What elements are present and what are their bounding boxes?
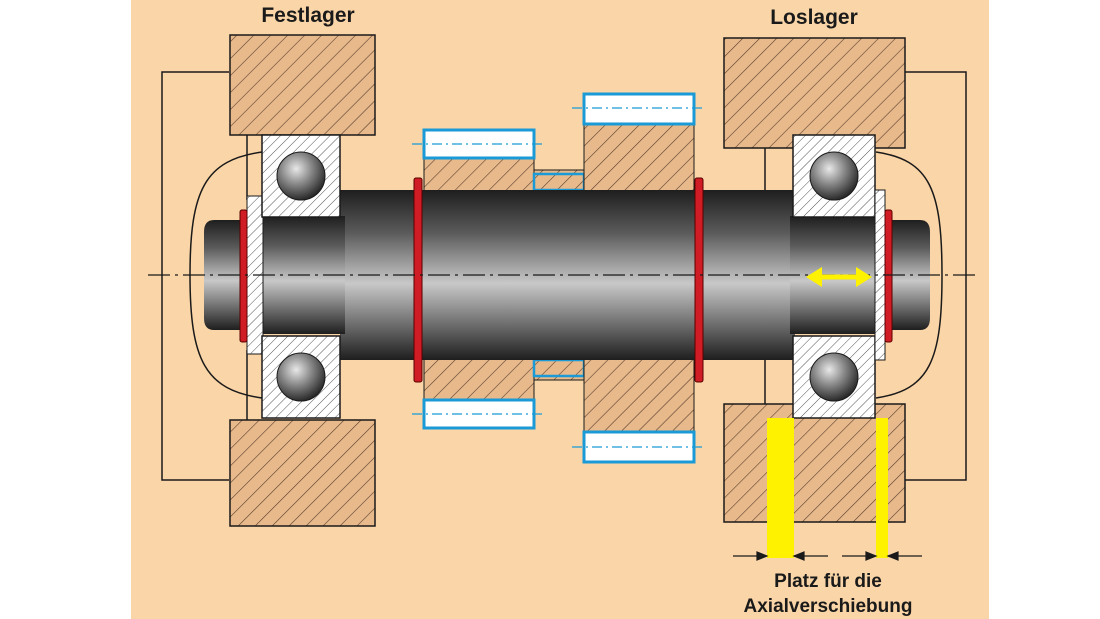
retaining-rings (239, 177, 893, 383)
hub-collar-top (532, 172, 586, 192)
ball-icon (276, 352, 326, 402)
gear-small (412, 128, 546, 430)
floating-bearing (792, 134, 876, 419)
ball-icon (809, 352, 859, 402)
clearance-label-line2: Axialverschiebung (744, 596, 913, 617)
clearance-gap-left (767, 418, 794, 558)
floating-bearing-label: Loslager (770, 6, 858, 29)
fixed-bearing (261, 134, 341, 419)
double-headed-arrow-icon (806, 267, 872, 287)
hub-collar-bottom (532, 358, 586, 378)
clearance-dimension (733, 551, 922, 561)
left-housing-top (229, 34, 376, 136)
ball-icon (276, 151, 326, 201)
gear-large (572, 92, 706, 464)
fixed-bearing-label: Festlager (261, 4, 354, 27)
clearance-label-line1: Platz für die (774, 571, 882, 592)
left-housing-bottom (229, 419, 376, 527)
clearance-gap-right (876, 418, 888, 558)
ball-icon (809, 151, 859, 201)
right-housing-top (723, 37, 906, 149)
